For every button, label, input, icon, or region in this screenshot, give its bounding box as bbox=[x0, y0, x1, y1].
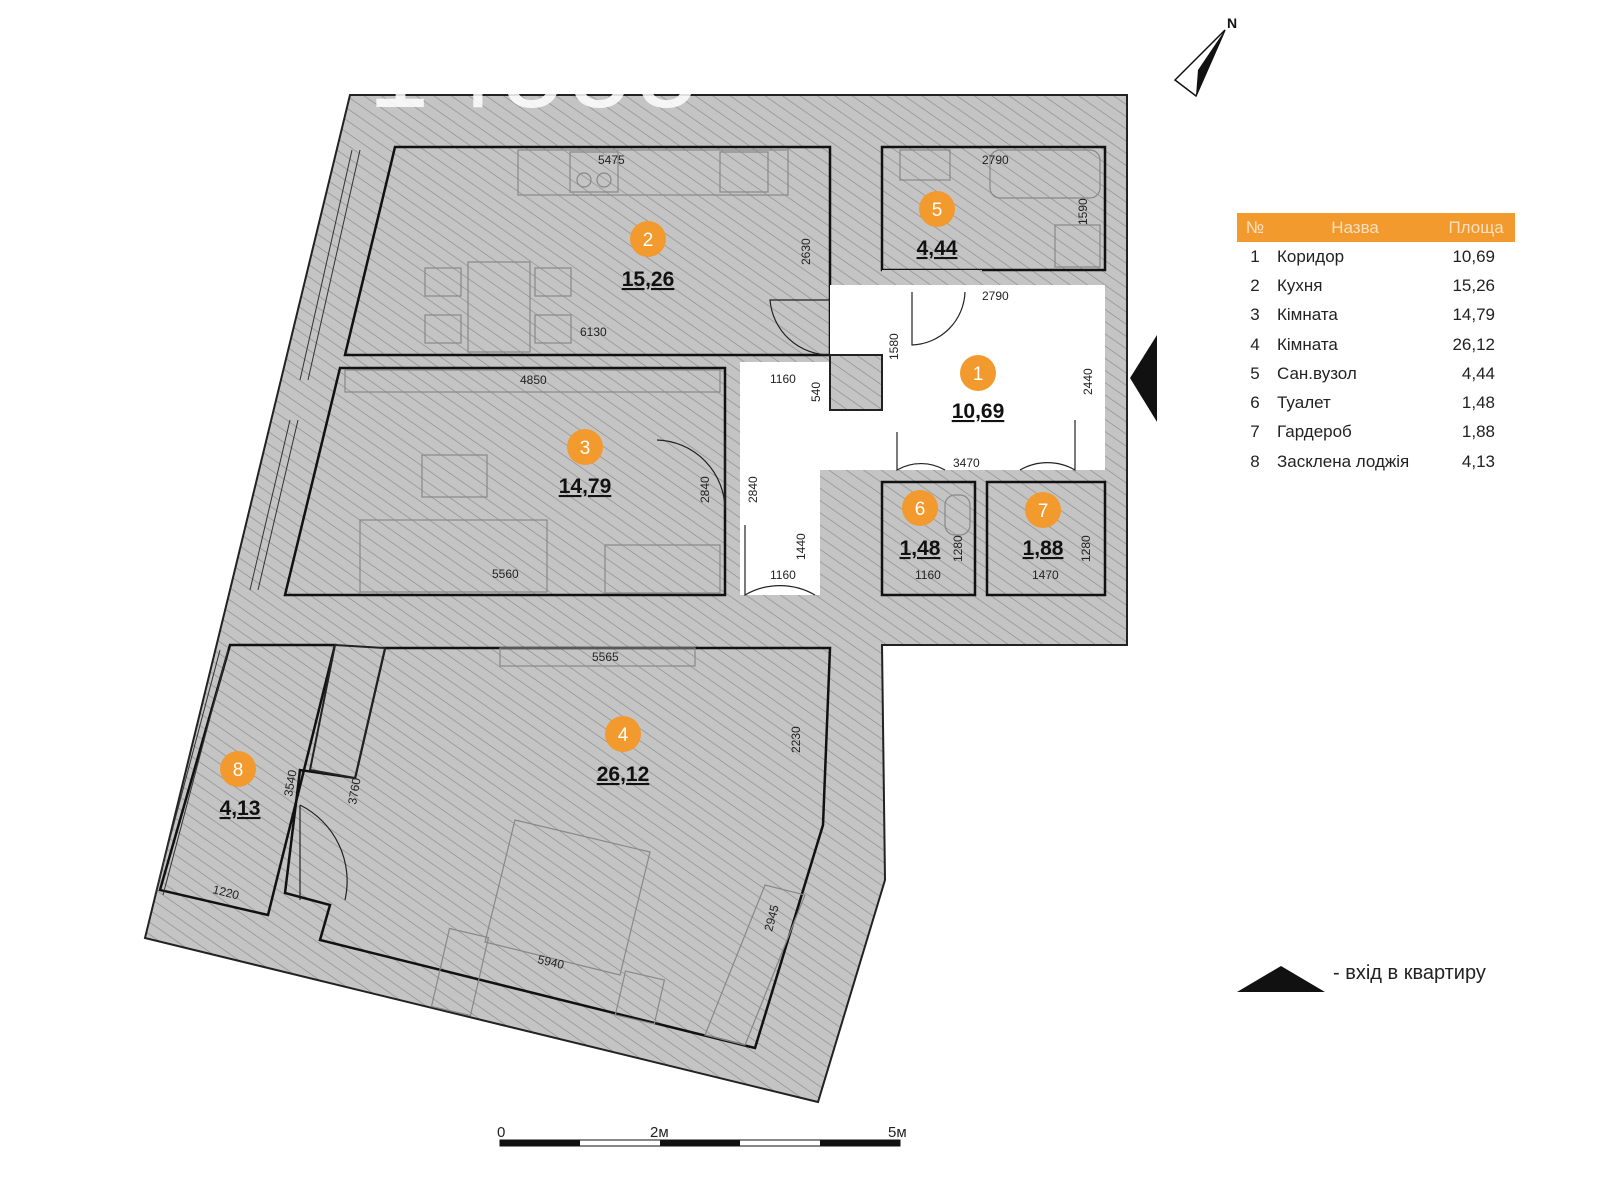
room-wardrobe bbox=[985, 480, 1107, 597]
svg-text:1,48: 1,48 bbox=[900, 537, 941, 560]
dim-label: 2230 bbox=[789, 726, 803, 753]
dim-label: 1160 bbox=[770, 568, 796, 582]
dim-label: 5565 bbox=[592, 650, 619, 664]
dim-label: 1580 bbox=[887, 333, 901, 360]
room-wc bbox=[880, 480, 977, 597]
scale-bar bbox=[499, 1139, 901, 1147]
legend-header-no: № bbox=[1237, 213, 1273, 242]
wall-stub bbox=[308, 643, 387, 780]
dim-label: 1220 bbox=[211, 882, 241, 902]
dim-label: 1470 bbox=[1032, 568, 1059, 582]
svg-text:15,26: 15,26 bbox=[622, 268, 675, 291]
svg-text:3: 3 bbox=[580, 438, 591, 459]
room-loggia bbox=[158, 643, 337, 917]
room-marker-5: 5 4,44 bbox=[917, 191, 958, 260]
svg-text:6: 6 bbox=[915, 499, 926, 520]
wall-segment bbox=[882, 270, 982, 285]
dim-label: 5940 bbox=[536, 952, 565, 972]
dim-label: 2840 bbox=[746, 476, 760, 503]
room-living-3 bbox=[283, 366, 727, 597]
svg-text:8: 8 bbox=[233, 760, 244, 781]
entrance-legend-label: - вхід в квартиру bbox=[1333, 962, 1486, 984]
dim-label: 2440 bbox=[1081, 368, 1095, 395]
room-marker-1: 1 10,69 bbox=[952, 355, 1005, 423]
dim-label: 2945 bbox=[761, 903, 782, 933]
dim-label: 1280 bbox=[1079, 535, 1093, 562]
dim-label: 2790 bbox=[982, 289, 1009, 303]
north-arrow-icon: N bbox=[1173, 15, 1237, 98]
scale-label-0: 0 bbox=[497, 1124, 506, 1141]
dim-label: 2790 bbox=[982, 153, 1009, 167]
dim-label: 5560 bbox=[492, 567, 519, 581]
dim-label: 540 bbox=[809, 382, 823, 402]
entrance-legend-icon bbox=[1237, 966, 1325, 992]
furniture bbox=[344, 149, 1101, 1046]
watermark: 14555 bbox=[368, 8, 704, 131]
scale-label-5m: 5м bbox=[888, 1124, 907, 1141]
dim-label: 3470 bbox=[953, 456, 980, 470]
svg-text:10,69: 10,69 bbox=[952, 400, 1005, 423]
dim-label: 3540 bbox=[281, 768, 299, 797]
scale-label-2m: 2м bbox=[650, 1124, 669, 1141]
dim-label: 1160 bbox=[915, 568, 941, 582]
windows bbox=[154, 149, 361, 896]
svg-text:26,12: 26,12 bbox=[597, 763, 650, 786]
svg-text:4,13: 4,13 bbox=[220, 797, 261, 820]
dimension-labels: 5475 2630 6130 2790 1590 2790 1580 2440 … bbox=[211, 153, 1095, 972]
svg-text:N: N bbox=[1227, 15, 1237, 31]
room-marker-3: 3 14,79 bbox=[559, 429, 612, 498]
wall-segment bbox=[829, 354, 883, 411]
svg-text:4: 4 bbox=[618, 725, 629, 746]
svg-text:1,88: 1,88 bbox=[1023, 537, 1064, 560]
dim-label: 5475 bbox=[598, 153, 625, 167]
dim-label: 2840 bbox=[698, 476, 712, 503]
dim-label: 1160 bbox=[770, 372, 796, 386]
dim-label: 1440 bbox=[794, 533, 808, 560]
legend-header-area: Площа bbox=[1437, 213, 1515, 242]
room-marker-2: 2 15,26 bbox=[622, 221, 675, 291]
dim-label: 1280 bbox=[951, 535, 965, 562]
room-marker-7: 7 1,88 bbox=[1023, 492, 1064, 560]
svg-text:4,44: 4,44 bbox=[917, 237, 958, 260]
svg-text:2: 2 bbox=[643, 230, 654, 251]
dim-label: 6130 bbox=[580, 325, 607, 339]
room-marker-6: 6 1,48 bbox=[900, 490, 941, 560]
legend-header-name: Назва bbox=[1273, 213, 1438, 242]
svg-text:1: 1 bbox=[973, 364, 984, 385]
svg-text:5: 5 bbox=[932, 200, 943, 221]
dim-label: 4850 bbox=[520, 373, 547, 387]
doors bbox=[299, 291, 1076, 901]
dim-label: 1590 bbox=[1076, 198, 1090, 225]
dim-label: 2630 bbox=[799, 238, 813, 265]
room-marker-8: 8 4,13 bbox=[220, 751, 261, 820]
room-marker-4: 4 26,12 bbox=[597, 716, 650, 786]
svg-text:7: 7 bbox=[1038, 501, 1049, 522]
room-bathroom bbox=[880, 145, 1107, 272]
dim-label: 3760 bbox=[345, 776, 363, 805]
svg-text:14,79: 14,79 bbox=[559, 475, 612, 498]
entrance-arrow-icon bbox=[1130, 335, 1157, 422]
